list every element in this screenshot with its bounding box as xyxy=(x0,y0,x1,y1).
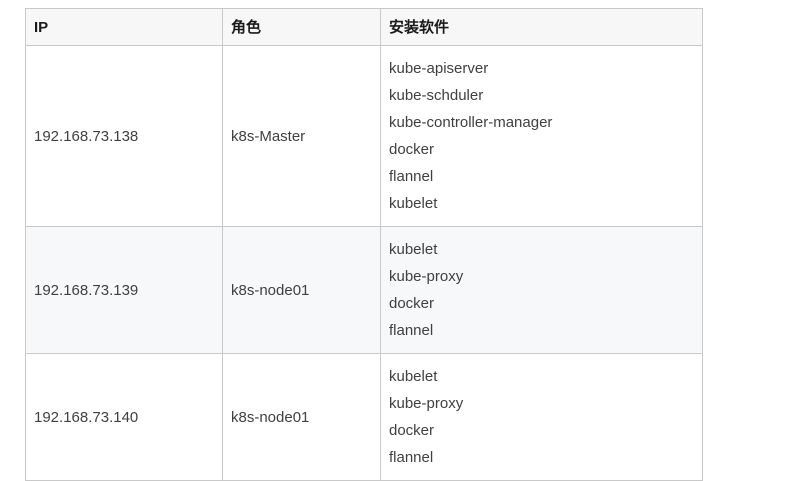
ip-value: 192.168.73.138 xyxy=(34,127,139,145)
column-header-role: 角色 xyxy=(222,8,381,46)
cell-software: kubelet kube-proxy docker flannel xyxy=(380,353,703,481)
column-header-ip: IP xyxy=(25,8,223,46)
software-item: flannel xyxy=(389,322,434,339)
software-item: docker xyxy=(389,422,435,439)
cell-role: k8s-node01 xyxy=(222,353,381,481)
cell-ip: 192.168.73.139 xyxy=(25,226,223,354)
software-item: kubelet xyxy=(389,368,438,385)
ip-value: 192.168.73.140 xyxy=(34,408,139,426)
software-item: kubelet xyxy=(389,241,438,258)
software-item: flannel xyxy=(389,168,434,185)
cluster-node-table: IP 角色 安装软件 192.168.73.138 k8s-Master kub… xyxy=(25,8,703,481)
software-item: docker xyxy=(389,295,435,312)
cell-software: kube-apiserver kube-schduler kube-contro… xyxy=(380,45,703,227)
software-item: kubelet xyxy=(389,195,438,212)
ip-value: 192.168.73.139 xyxy=(34,281,139,299)
software-item: docker xyxy=(389,141,435,158)
software-item: kube-controller-manager xyxy=(389,114,553,131)
table-header-row: IP 角色 安装软件 xyxy=(25,8,703,46)
table-body: 192.168.73.138 k8s-Master kube-apiserver… xyxy=(25,45,703,481)
software-item: kube-proxy xyxy=(389,268,464,285)
software-list: kube-apiserver kube-schduler kube-contro… xyxy=(389,55,694,217)
cell-software: kubelet kube-proxy docker flannel xyxy=(380,226,703,354)
table-row: 192.168.73.139 k8s-node01 kubelet kube-p… xyxy=(25,226,703,354)
software-list: kubelet kube-proxy docker flannel xyxy=(389,363,694,471)
software-item: kube-proxy xyxy=(389,395,464,412)
column-header-software: 安装软件 xyxy=(380,8,703,46)
software-item: kube-schduler xyxy=(389,87,484,104)
software-list: kubelet kube-proxy docker flannel xyxy=(389,236,694,344)
table-row: 192.168.73.140 k8s-node01 kubelet kube-p… xyxy=(25,353,703,481)
table-row: 192.168.73.138 k8s-Master kube-apiserver… xyxy=(25,45,703,227)
role-value: k8s-node01 xyxy=(231,281,310,299)
role-value: k8s-Master xyxy=(231,127,306,145)
cell-role: k8s-Master xyxy=(222,45,381,227)
cell-ip: 192.168.73.138 xyxy=(25,45,223,227)
table-container: IP 角色 安装软件 192.168.73.138 k8s-Master kub… xyxy=(25,8,703,481)
software-item: kube-apiserver xyxy=(389,60,489,77)
cell-role: k8s-node01 xyxy=(222,226,381,354)
software-item: flannel xyxy=(389,449,434,466)
cell-ip: 192.168.73.140 xyxy=(25,353,223,481)
table-header: IP 角色 安装软件 xyxy=(25,8,703,46)
role-value: k8s-node01 xyxy=(231,408,310,426)
